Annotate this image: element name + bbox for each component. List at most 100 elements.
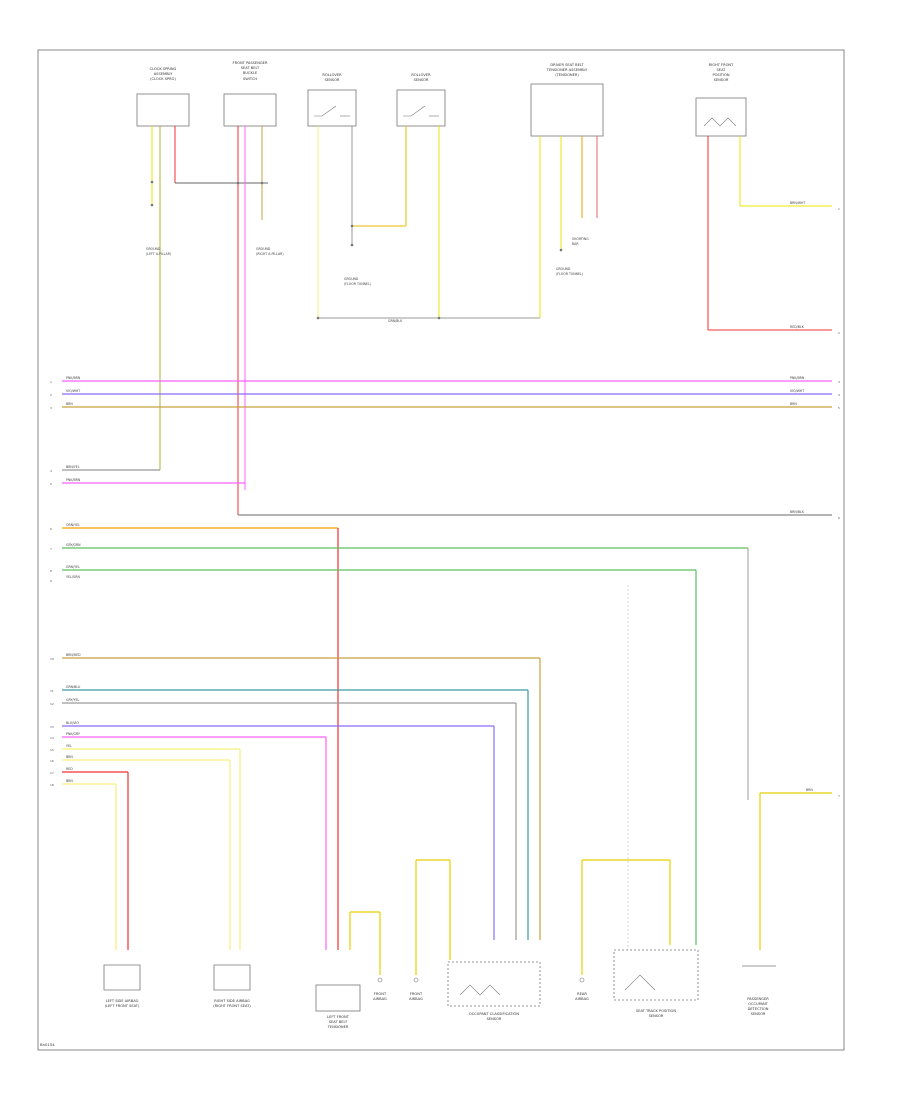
- lp-3: 3: [50, 406, 52, 410]
- rp-6: 6: [838, 516, 840, 520]
- label-rollover-l-2: SENSOR: [325, 78, 340, 82]
- label-dbt-1: DRIVER SEAT BELT: [550, 63, 584, 67]
- gnd-label-3b: (FLOOR TUNNEL): [344, 282, 371, 286]
- label-rollover-r-1: ROLLOVER: [411, 73, 431, 77]
- diagram-frame: [37, 49, 845, 1051]
- bl-comp-8b: SENSOR: [649, 1014, 664, 1018]
- label-fpsb-3: BUCKLE: [243, 71, 258, 75]
- lp-2: 2: [50, 393, 52, 397]
- bl-comp-8: SEAT TRACK POSITION: [636, 1009, 676, 1013]
- bl-2r: VIO/WHT: [790, 389, 804, 393]
- bl-comp-9b: OCCUPANT: [748, 1002, 769, 1006]
- right-pins: 1 2 3 4 5 6 7: [838, 207, 840, 798]
- bus-wires: [62, 380, 832, 990]
- label-dbt-2: TENSIONER ASSEMBLY: [546, 68, 588, 72]
- bl-16: BRN: [66, 755, 73, 759]
- bl-comp-9: PASSENGER: [747, 997, 769, 1001]
- left-pins: 1 2 3 4 5 6 7 8 9 10 11 12 13 14 15 16 1…: [50, 380, 54, 787]
- bl-4: BRN/YEL: [66, 465, 80, 469]
- lp-15: 15: [50, 748, 54, 752]
- label-rfs-3: POSITION: [712, 73, 729, 77]
- label-rfs-1: RIGHT FRONT: [709, 63, 734, 67]
- rp-4: 4: [838, 393, 840, 397]
- bl-15: YEL: [66, 744, 72, 748]
- label-fpsb-4: SWITCH: [243, 77, 257, 81]
- bl-comp-2: RIGHT SIDE AIRBAG: [214, 999, 250, 1003]
- bl-19: BRN: [806, 788, 813, 792]
- bl-comp-3: LEFT FRONT: [327, 1015, 350, 1019]
- bl-11: GRN/BLU: [66, 685, 81, 689]
- bus-label: GRN/BLK: [388, 319, 403, 323]
- lp-5: 5: [50, 482, 52, 486]
- bl-3r: BRN: [790, 402, 797, 406]
- label-dbt-3: (TENSIONER): [555, 73, 579, 77]
- bl-2: VIO/WHT: [66, 389, 80, 393]
- lp-14: 14: [50, 736, 54, 740]
- gnd-label-4: GROUND: [556, 267, 571, 271]
- rp-3: 3: [838, 380, 840, 384]
- bl-8: GRY/GRN: [66, 543, 81, 547]
- gnd-label-1: GROUND: [146, 247, 161, 251]
- bl-comp-9c: DETECTION: [748, 1007, 769, 1011]
- label-rollover-l-1: ROLLOVER: [322, 73, 342, 77]
- bl-1r: PNK/BRN: [790, 376, 805, 380]
- label-clock-spring-2: ASSEMBLY: [154, 72, 173, 76]
- lp-6: 6: [50, 527, 52, 531]
- top-wires: [151, 126, 832, 515]
- bl-7: ORN/YEL: [66, 523, 80, 527]
- lp-8: 8: [50, 569, 52, 573]
- bl-5: PNK/BRN: [66, 478, 81, 482]
- lp-12: 12: [50, 702, 54, 706]
- bl-13: BLU/VIO: [66, 721, 79, 725]
- lp-18: 18: [50, 783, 54, 787]
- lp-10: 10: [50, 657, 54, 661]
- bl-17: RED: [66, 767, 73, 771]
- bus-labels: PNK/BRN VIO/WHT BRN PNK/BRN VIO/WHT BRN …: [66, 201, 813, 792]
- label-clock-spring-3: (CLOCK SPRG): [150, 77, 176, 81]
- gnd-label-5b: BAR: [572, 242, 579, 246]
- bl-comp-5: FRONT: [410, 992, 423, 996]
- bl-18: BRN: [66, 779, 73, 783]
- rp-5: 5: [838, 406, 840, 410]
- bottom-components: [103, 949, 776, 1012]
- lp-16: 16: [50, 759, 54, 763]
- lp-9: 9: [50, 579, 52, 583]
- gnd-label-2b: (RIGHT A-PILLAR): [256, 252, 284, 256]
- rp-7: 7: [838, 794, 840, 798]
- label-rollover-r-2: SENSOR: [414, 78, 429, 82]
- lp-1: 1: [50, 380, 52, 384]
- bl-1: PNK/BRN: [66, 376, 81, 380]
- switch-symbols: [314, 105, 737, 127]
- bottom-labels: LEFT SIDE AIRBAG (LEFT FRONT SEAT) RIGHT…: [105, 992, 770, 1029]
- lp-4: 4: [50, 469, 52, 473]
- top-components: [136, 83, 747, 137]
- lp-13: 13: [50, 725, 54, 729]
- label-rfs-2: SEAT: [717, 68, 727, 72]
- bl-comp-7b: AIRBAG: [575, 997, 589, 1001]
- top-labels: CLOCK SPRING ASSEMBLY (CLOCK SPRG) FRONT…: [150, 61, 734, 82]
- bl-comp-4: FRONT: [374, 992, 387, 996]
- bl-comp-2b: (RIGHT FRONT SEAT): [213, 1004, 251, 1008]
- bl-6: BRN/BLK: [790, 510, 805, 514]
- connector-markers: [150, 180, 563, 320]
- bl-comp-7: REAR: [577, 992, 587, 996]
- bl-21: RED/BLK: [790, 325, 805, 329]
- bl-12: GRY/YEL: [66, 698, 79, 702]
- bl-comp-6: OCCUPANT CLASSIFICATION: [469, 1012, 519, 1016]
- bl-9: GRN/YEL: [66, 565, 80, 569]
- lp-7: 7: [50, 547, 52, 551]
- bl-20: BRN/WHT: [790, 201, 805, 205]
- bl-3: BRN: [66, 402, 73, 406]
- bl-comp-9d: SENSOR: [751, 1012, 766, 1016]
- lp-11: 11: [50, 689, 54, 693]
- bl-comp-3c: TENSIONER: [327, 1025, 349, 1029]
- diagram-code: Bn0154: [40, 1042, 55, 1047]
- rp-1: 1: [838, 207, 840, 211]
- bl-comp-4b: AIRBAG: [373, 997, 387, 1001]
- lp-17: 17: [50, 771, 54, 775]
- label-fpsb-2: SEAT BELT: [241, 66, 260, 70]
- bl-comp-5b: AIRBAG: [409, 997, 423, 1001]
- top-ground-labels: GROUND (LEFT A-PILLAR) GROUND (RIGHT A-P…: [146, 237, 589, 323]
- gnd-label-3: GROUND: [344, 277, 359, 281]
